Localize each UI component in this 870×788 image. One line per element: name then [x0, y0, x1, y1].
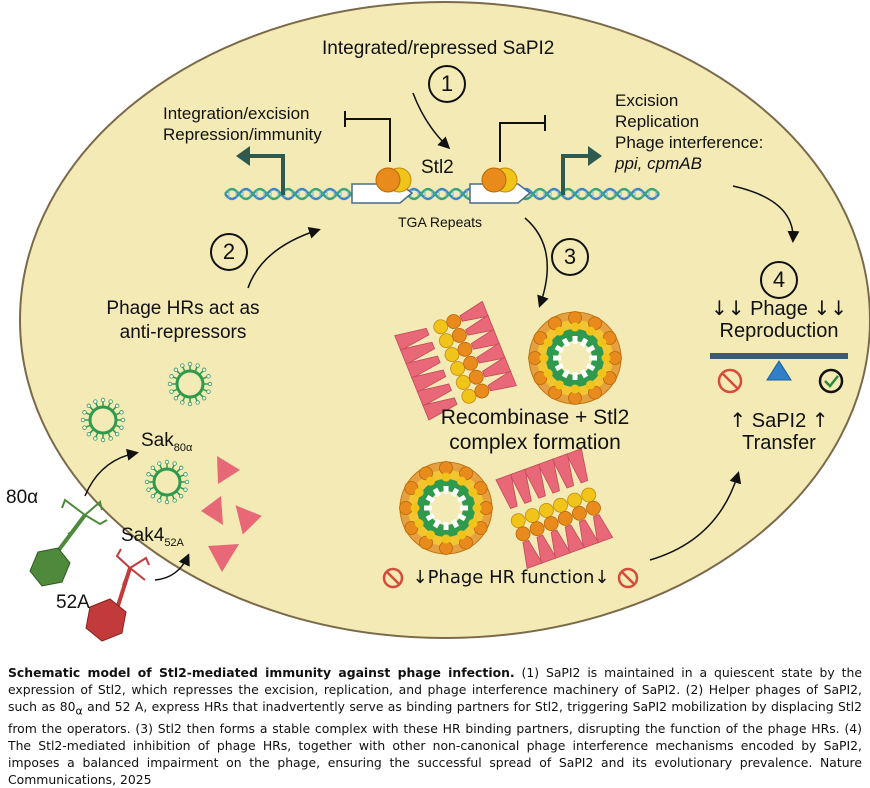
anti-repressor-label-2: anti-repressors [119, 322, 247, 343]
reproduction-label-1: ↓↓ Phage ↓↓ [711, 296, 847, 320]
sak80a-ring-icon [144, 459, 190, 505]
phage-icon-52a [85, 548, 150, 642]
transfer-label-1: ↑ SaPI2 ↑ [729, 408, 829, 432]
stl2-repressor-left [375, 167, 412, 193]
phage-52a-label: 52A [56, 592, 90, 613]
no-entry-icon [617, 567, 639, 589]
right-function-label-1: Excision [615, 91, 679, 110]
no-entry-icon [382, 567, 404, 589]
left-function-label-2: Repression/immunity [163, 125, 322, 144]
caption-text-a: (1) SaPI2 is maintained in a quiescent s… [8, 665, 862, 715]
step-1-badge: 1 [428, 65, 466, 103]
caption-title: Schematic model of Stl2-mediated immunit… [8, 665, 515, 680]
inhibition-bar-icon-left [344, 111, 391, 162]
figure-caption: Schematic model of Stl2-mediated immunit… [8, 664, 862, 788]
diagram-art [19, 1, 870, 642]
stl2-repressor-right [481, 167, 518, 193]
hr-fan-icon [394, 300, 517, 421]
right-function-label-3: Phage interference: [615, 133, 764, 152]
step-2-badge: 2 [210, 233, 248, 271]
stl2-label: Stl2 [421, 157, 454, 178]
phage-icon-80a [29, 498, 108, 587]
promoter-arrow-icon-right [561, 154, 590, 195]
right-function-label-genes: ppi, cpmAB [615, 154, 702, 173]
phage-80a-label: 80α [6, 487, 39, 508]
sak4-triangles [201, 456, 262, 572]
sak80a-ring-icon [80, 397, 126, 443]
no-entry-icon [717, 368, 743, 394]
reproduction-label-2: Reproduction [719, 320, 839, 342]
diagram: Integrated/repressed SaPI2 Integration/e… [6, 1, 870, 642]
balance-icon [710, 353, 848, 381]
anti-repressor-label-1: Phage HRs act as [106, 298, 260, 319]
complex-label-1: Recombinase + Stl2 [440, 406, 630, 429]
sak80a-ring-icon [167, 361, 213, 407]
transfer-label-2: Transfer [742, 432, 816, 454]
hr-function-label: ↓Phage HR function↓ [412, 567, 610, 588]
inhibition-bar-icon-right [499, 115, 546, 162]
step-3-badge: 3 [551, 238, 589, 276]
complex-label-2: complex formation [449, 431, 621, 454]
check-icon [818, 368, 844, 394]
right-function-label-2: Replication [615, 112, 700, 131]
sapi2-title: Integrated/repressed SaPI2 [322, 38, 555, 59]
caption-text-b: and 52 A, express HRs that inadvertently… [8, 699, 862, 788]
sak80a-label: Sak80α [141, 430, 193, 454]
hr-fan-icon [495, 448, 614, 570]
tga-repeats-label: TGA Repeats [398, 214, 483, 230]
promoter-arrow-icon-left [248, 154, 285, 195]
sak4-52a-label: Sak452A [121, 525, 184, 549]
left-function-label-1: Integration/excision [163, 104, 310, 123]
step-4-badge: 4 [760, 261, 798, 299]
curved-arrow-icon [84, 92, 800, 581]
caption-sub: α [75, 704, 83, 718]
cell-ellipse [19, 1, 870, 639]
